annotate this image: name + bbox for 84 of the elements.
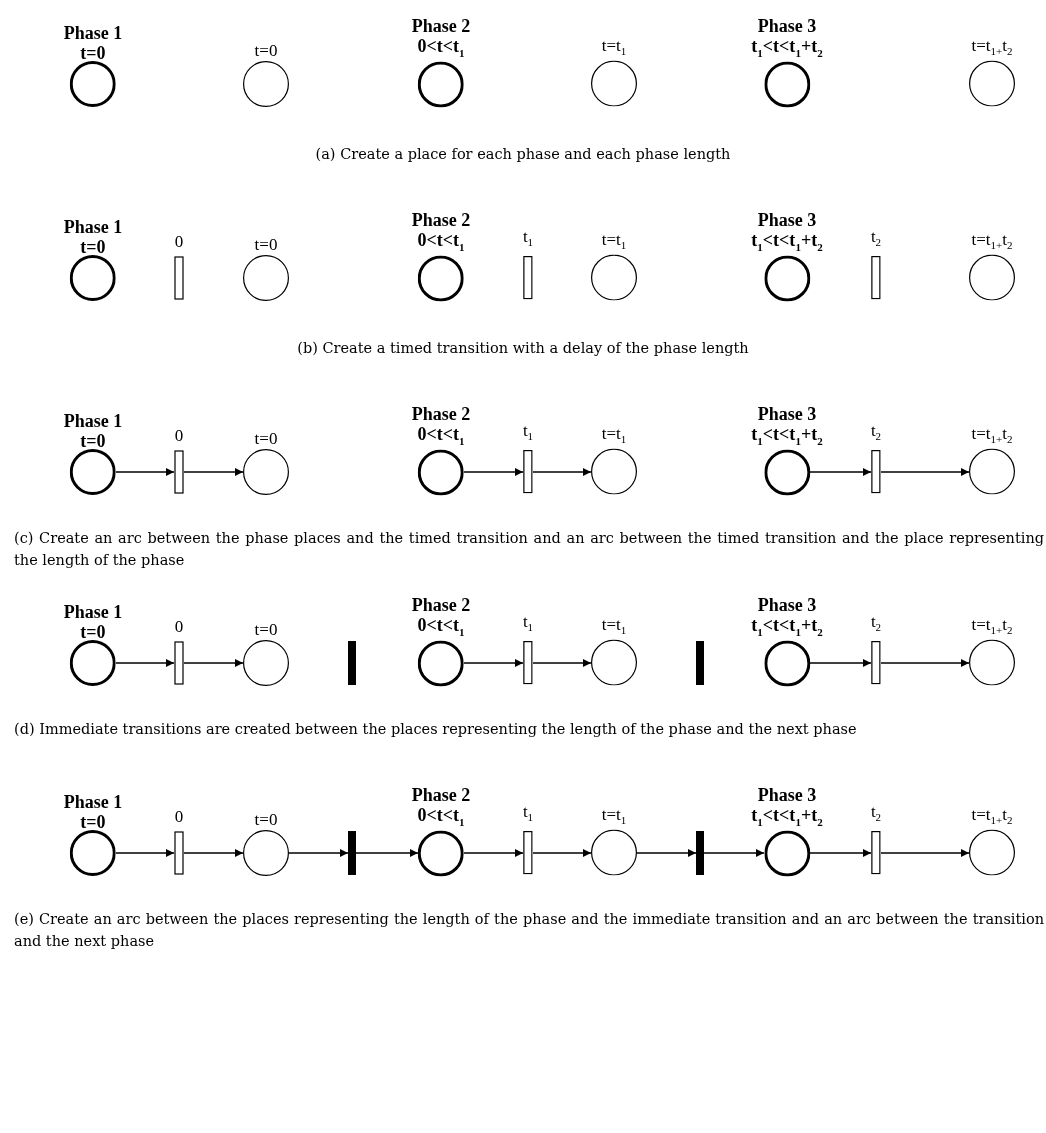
delay-label: 0 [174, 232, 184, 252]
time-label: t=t$_{1+}$t$_{2}$ [971, 35, 1013, 59]
delay-label: t$_{1}$ [522, 420, 534, 444]
time-label: t=t$_{1}$ [601, 229, 627, 253]
arc-arrow [463, 659, 524, 667]
time-label: t=0 [254, 41, 278, 61]
time-condition: 0<t<t$_{1}$ [417, 615, 465, 640]
arc-arrow [463, 849, 524, 857]
phase-heading: Phase 1 [63, 23, 123, 43]
time-label: t=t$_{1}$ [601, 804, 627, 828]
time-label: t=t$_{1+}$t$_{2}$ [971, 614, 1013, 638]
time-label: t=t$_{1+}$t$_{2}$ [971, 423, 1013, 447]
phase-heading: Phase 2 [411, 785, 471, 806]
arc-arrow [463, 468, 524, 476]
arc-arrow [355, 849, 419, 857]
delay-label: t$_{2}$ [870, 226, 882, 250]
figure-caption: (e) Create an arc between the places representing the length of the phase and the immediate transition and an arc between the transition and the next phase [14, 910, 1044, 951]
phase-heading: Phase 3 [757, 210, 817, 231]
time-condition: t$_{1}$<t<t$_{1}$+t$_{2}$ [751, 36, 823, 61]
arc-arrow [703, 849, 765, 857]
figure-caption: (d) Immediate transitions are created between the places representing the length of the phase and the next phase [14, 720, 858, 739]
time-label: t=t$_{1+}$t$_{2}$ [971, 229, 1013, 253]
phase-heading: Phase 2 [411, 210, 471, 231]
phase-heading: Phase 3 [757, 595, 817, 616]
delay-label: t$_{1}$ [522, 801, 534, 825]
arc-arrow [532, 659, 592, 667]
arc-arrow [880, 849, 970, 857]
time-label: t=0 [254, 810, 278, 830]
arc-arrow [880, 468, 970, 476]
arc-arrow [532, 849, 592, 857]
arc-arrow [636, 849, 697, 857]
phase-heading: Phase 1 [63, 217, 123, 237]
figure-caption: (b) Create a timed transition with a delay of the phase length [296, 339, 750, 358]
phase-heading: Phase 1 [63, 792, 123, 812]
time-condition: t=0 [80, 237, 106, 257]
phase-heading: Phase 2 [411, 16, 471, 37]
time-condition: 0<t<t$_{1}$ [417, 36, 465, 61]
arc-arrow [532, 468, 592, 476]
time-condition: 0<t<t$_{1}$ [417, 424, 465, 449]
time-condition: t$_{1}$<t<t$_{1}$+t$_{2}$ [751, 615, 823, 640]
phase-heading: Phase 3 [757, 785, 817, 806]
arc-arrow [809, 659, 872, 667]
delay-label: t$_{2}$ [870, 801, 882, 825]
arc-arrow [183, 849, 244, 857]
phase-heading: Phase 1 [63, 411, 123, 431]
time-label: t=t$_{1}$ [601, 35, 627, 59]
figure-caption: (a) Create a place for each phase and each phase length [314, 145, 732, 164]
arc-arrow [880, 659, 970, 667]
time-label: t=0 [254, 429, 278, 449]
time-label: t=t$_{1+}$t$_{2}$ [971, 804, 1013, 828]
phase-heading: Phase 2 [411, 595, 471, 616]
time-condition: t=0 [80, 812, 106, 832]
arc-arrow [809, 849, 872, 857]
delay-label: 0 [174, 426, 184, 446]
time-condition: t=0 [80, 431, 106, 451]
arc-arrow [183, 468, 244, 476]
time-condition: t$_{1}$<t<t$_{1}$+t$_{2}$ [751, 805, 823, 830]
figure-caption: (c) Create an arc between the phase places and the timed transition and an arc between the timed transition and the place representing the length of the phase [14, 529, 1044, 570]
phase-heading: Phase 2 [411, 404, 471, 425]
arc-arrow [115, 849, 175, 857]
arc-arrow [809, 468, 872, 476]
time-condition: 0<t<t$_{1}$ [417, 805, 465, 830]
time-label: t=t$_{1}$ [601, 423, 627, 447]
time-condition: t=0 [80, 622, 106, 642]
delay-label: t$_{1}$ [522, 226, 534, 250]
time-label: t=0 [254, 620, 278, 640]
delay-label: 0 [174, 807, 184, 827]
phase-heading: Phase 3 [757, 16, 817, 37]
delay-label: t$_{1}$ [522, 611, 534, 635]
time-condition: t$_{1}$<t<t$_{1}$+t$_{2}$ [751, 424, 823, 449]
delay-label: t$_{2}$ [870, 611, 882, 635]
arc-arrow [115, 659, 175, 667]
delay-label: t$_{2}$ [870, 420, 882, 444]
arc-arrow [183, 659, 244, 667]
delay-label: 0 [174, 617, 184, 637]
time-label: t=t$_{1}$ [601, 614, 627, 638]
phase-heading: Phase 3 [757, 404, 817, 425]
time-condition: t=0 [80, 43, 106, 63]
arc-arrow [288, 849, 349, 857]
time-condition: 0<t<t$_{1}$ [417, 230, 465, 255]
time-condition: t$_{1}$<t<t$_{1}$+t$_{2}$ [751, 230, 823, 255]
phase-heading: Phase 1 [63, 602, 123, 622]
arc-arrow [115, 468, 175, 476]
time-label: t=0 [254, 235, 278, 255]
